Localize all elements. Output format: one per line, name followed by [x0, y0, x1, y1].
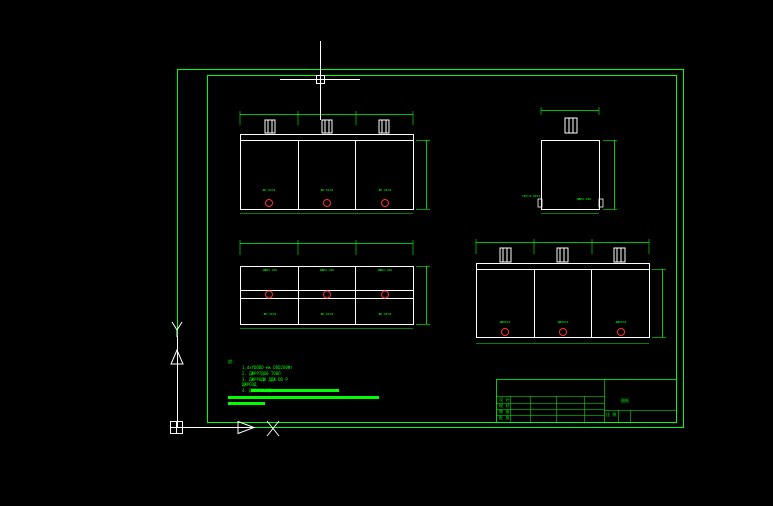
note-highlight-bar-1 [251, 389, 339, 392]
side-inner-label: ДЖНО-О6О [576, 197, 592, 201]
title-block [496, 379, 677, 423]
right-unit-label-1: ДЖО6З2 [499, 320, 511, 324]
plan-bottom-label-3: ЖН-О632 [378, 312, 392, 316]
notes-heading: 說: [228, 359, 235, 364]
side-left-label: ТЕМ-И-О632 [521, 194, 541, 198]
plan-bottom-label-1: ЖН-О632 [263, 312, 277, 316]
right-unit-label-3: ДЖО6З2 [615, 320, 627, 324]
title-block-row-3: 审 核 [499, 409, 510, 414]
note-line-4: ДЖРО3Д [242, 382, 257, 387]
plan-top-label-2: ДЖНО-О6О [319, 268, 335, 272]
note-line-3: 3. ДЖРРОДЮ ДДЖ DD Р [242, 377, 288, 382]
note-highlight-bar-3 [228, 402, 265, 405]
ucs-icon [170, 321, 280, 437]
crosshair-cursor[interactable] [280, 41, 360, 120]
title-block-row-1: 设 计 [499, 397, 510, 402]
front-unit-label-2: ЖН-О632 [320, 188, 334, 192]
note-line-1: 1.dxfDDDD-мк DDD2О0Фт [242, 365, 293, 370]
inner-drawing-border [207, 75, 677, 423]
front-unit-label-1: ЖН-О632 [262, 188, 276, 192]
title-block-row-2: 校 对 [499, 403, 510, 408]
title-block-row-4: 批 准 [499, 415, 510, 420]
side-view [537, 107, 617, 214]
plan-view [239, 240, 430, 329]
front-view [239, 111, 430, 214]
plan-bottom-label-2: ЖН-О632 [320, 312, 334, 316]
front-unit-label-3: ЖН-О632 [378, 188, 392, 192]
title-block-title: 图纸 [621, 398, 629, 403]
outer-drawing-border [177, 69, 684, 428]
title-block-scale: 比 例 [606, 412, 617, 417]
plan-top-label-3: ДЖНО-О6О [377, 268, 393, 272]
right-front-view [475, 239, 666, 344]
note-highlight-bar-2 [228, 396, 379, 399]
right-unit-label-2: ДЖО6З2 [557, 320, 569, 324]
plan-top-label-1: ДЖНО-О6О [262, 268, 278, 272]
note-line-5: 4. ДЖРОО3 3Д [242, 388, 271, 393]
note-line-2: 2. ДЖРР7ДО0 ТО0Л [242, 371, 281, 376]
